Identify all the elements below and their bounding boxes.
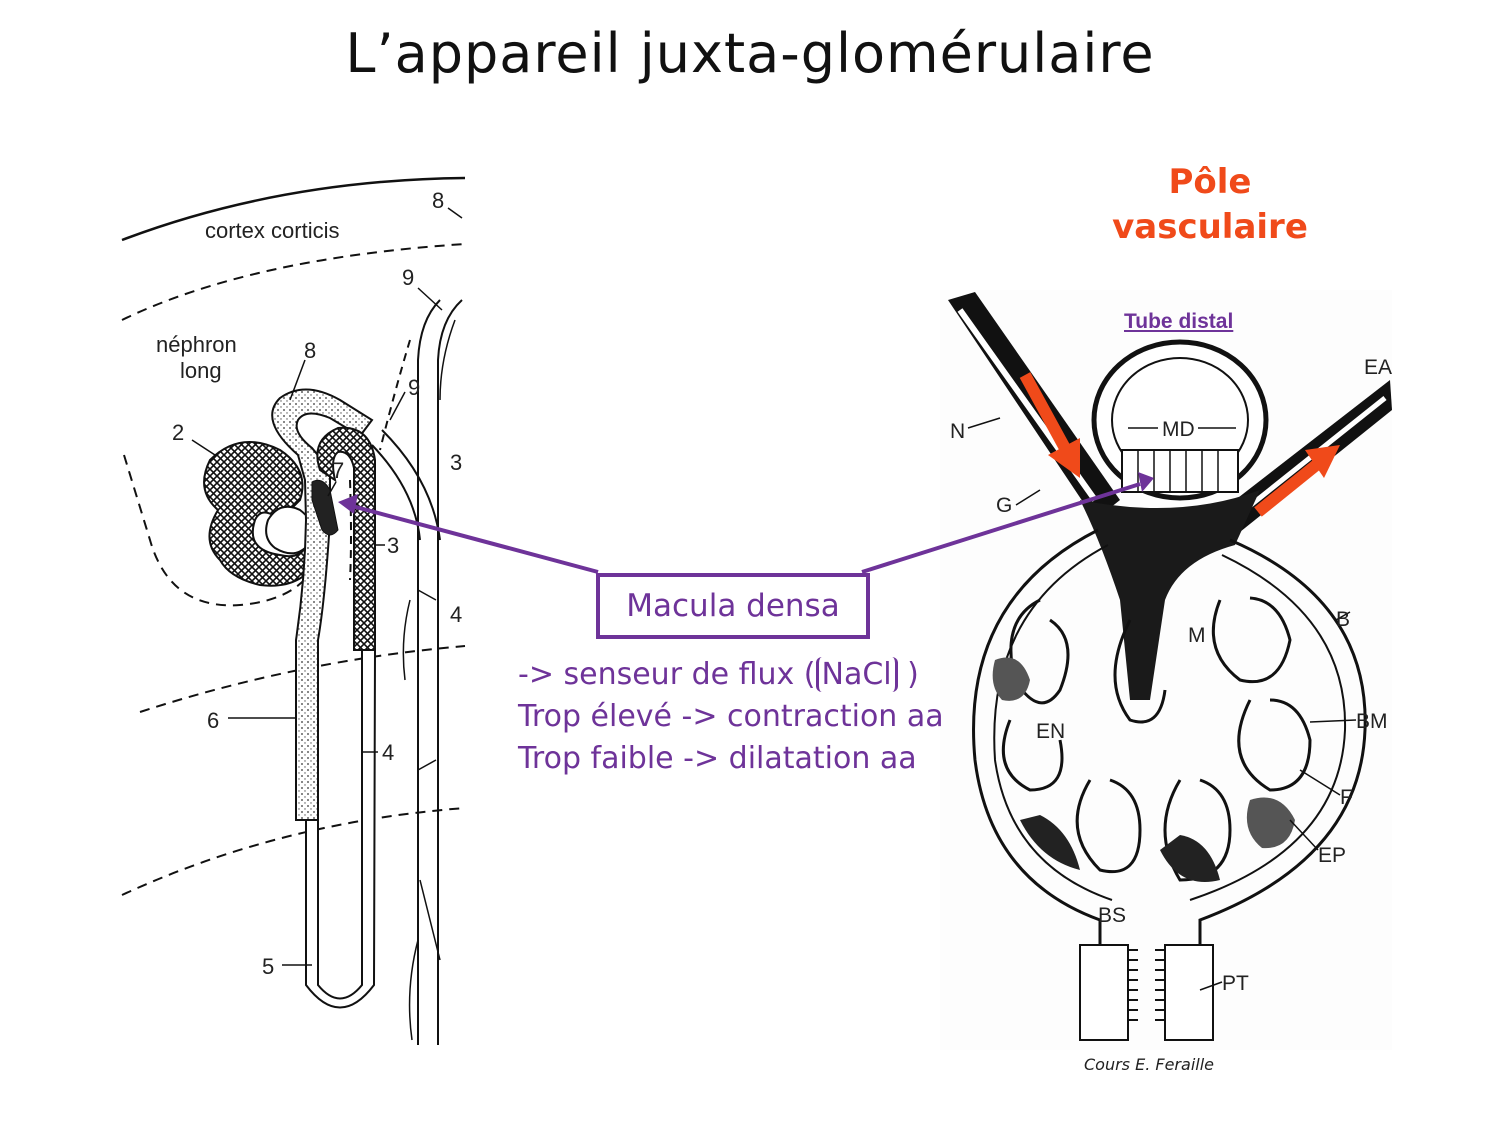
leader-2 — [191, 439, 216, 456]
mesangium-mass — [1080, 490, 1260, 700]
capillary-dark-2 — [1160, 835, 1220, 882]
label-3: 3 — [387, 533, 399, 558]
inner-dashed-line — [349, 479, 352, 581]
note-line-1-prefix: -> senseur de flux ( — [518, 657, 816, 692]
collecting-duct-2 — [381, 429, 441, 541]
leader-9-top — [417, 287, 443, 311]
podocyte-spot-1 — [1246, 797, 1295, 849]
label-4-right: 4 — [450, 602, 462, 627]
label-8: 8 — [304, 338, 316, 363]
leader-8 — [289, 359, 306, 401]
label-4: 4 — [382, 740, 394, 765]
label-nephron-2: long — [180, 358, 222, 383]
cortex-outer-line — [121, 176, 466, 242]
label-n: N — [950, 420, 965, 443]
label-bs: BS — [1098, 904, 1126, 927]
proximal-tubule-right — [1164, 944, 1214, 1041]
note-line-2: Trop élevé -> contraction aa — [518, 699, 944, 734]
label-m: M — [1188, 624, 1206, 647]
dashed-tubule — [379, 339, 411, 451]
leader-g — [1015, 489, 1041, 506]
label-2: 2 — [172, 420, 184, 445]
collecting-duct-1b — [437, 299, 463, 1045]
label-g: G — [996, 494, 1012, 517]
thin-limb-loop — [305, 649, 377, 1009]
label-9-top: 9 — [402, 265, 414, 290]
label-ep: EP — [1318, 844, 1346, 867]
arrowhead-left — [338, 494, 358, 514]
loop-dotted-limb — [271, 388, 374, 821]
proximal-convoluted-tubule — [203, 441, 320, 587]
leader-bm — [1309, 719, 1357, 723]
pole-line-2: vasculaire — [1112, 207, 1308, 247]
leader-ep — [1289, 819, 1319, 851]
capillary-dark-1 — [1020, 815, 1080, 870]
cortex-region-dashed-boundary — [123, 454, 319, 607]
label-3-right: 3 — [450, 450, 462, 475]
collecting-duct-2b — [371, 444, 421, 541]
nacl-bracketed: NaCl — [815, 657, 898, 692]
notes-block: -> senseur de flux (NaCl ) Trop élevé ->… — [518, 654, 944, 780]
note-line-3: Trop faible -> dilatation aa — [518, 741, 917, 776]
pole-line-1: Pôle — [1168, 162, 1252, 202]
label-cortex: cortex corticis — [205, 218, 339, 243]
macula-densa-spot — [311, 479, 339, 536]
bowman-capsule — [972, 528, 1367, 1040]
bowman-capsule-inner-right — [1189, 554, 1347, 901]
efferent-flow-arrow — [1254, 457, 1324, 517]
efferent-flow-arrowhead — [1305, 445, 1340, 478]
label-6: 6 — [207, 708, 219, 733]
label-md: MD — [1162, 418, 1195, 441]
glomerulus-diagram: EA MD N G M B BM EN F EP BS PT — [940, 290, 1392, 1050]
afferent-flow-arrow — [1019, 372, 1072, 453]
label-pt: PT — [1222, 972, 1249, 995]
label-ea: EA — [1364, 356, 1392, 379]
afferent-flow-arrowhead — [1048, 438, 1080, 478]
label-5: 5 — [262, 954, 274, 979]
leader-n — [967, 417, 1001, 429]
arrow-to-left-macula — [351, 504, 599, 574]
label-bm: BM — [1356, 710, 1388, 733]
thick-ascending-limb — [316, 426, 376, 651]
brush-border — [1128, 949, 1165, 1021]
label-f: F — [1340, 786, 1353, 809]
slide-title: L’appareil juxta-glomérulaire — [345, 22, 1155, 85]
leader-b — [1335, 611, 1351, 621]
tube-distal-link[interactable]: Tube distal — [1124, 310, 1234, 333]
leader-8-top — [447, 207, 463, 219]
leader-f — [1299, 769, 1341, 796]
medulla-dashed-line-2 — [121, 807, 466, 896]
leader-pt — [1199, 981, 1223, 991]
bowman-capsule-inner — [993, 544, 1113, 901]
podocyte-spot-2 — [992, 657, 1030, 701]
arrowhead-right — [1138, 472, 1154, 492]
proximal-tubule-left — [1079, 944, 1129, 1041]
vessel-branch-b — [417, 589, 437, 771]
macula-densa-cell-dividers — [1137, 450, 1219, 492]
label-b: B — [1336, 608, 1350, 631]
branch-duct — [402, 599, 411, 681]
label-9: 9 — [408, 375, 420, 400]
credit: Cours E. Feraille — [1084, 1055, 1214, 1074]
pole-vasculaire-label: Pôle vasculaire — [1090, 160, 1330, 250]
note-line-1-suffix: ) — [897, 657, 919, 692]
macula-densa-box: Macula densa — [596, 573, 870, 639]
cortex-dashed-line — [121, 243, 466, 321]
collecting-duct-1 — [417, 299, 441, 1045]
arrow-to-right-macula — [861, 482, 1141, 574]
vessel-line-a — [439, 319, 456, 401]
label-nephron-1: néphron — [156, 332, 237, 357]
label-en: EN — [1036, 720, 1065, 743]
label-8-top: 8 — [432, 188, 444, 213]
vessel-branch-a — [408, 879, 441, 1041]
leader-7 — [327, 481, 337, 497]
note-line-1: -> senseur de flux (NaCl ) — [518, 654, 944, 696]
label-7: 7 — [332, 458, 344, 483]
leader-9 — [389, 391, 406, 421]
